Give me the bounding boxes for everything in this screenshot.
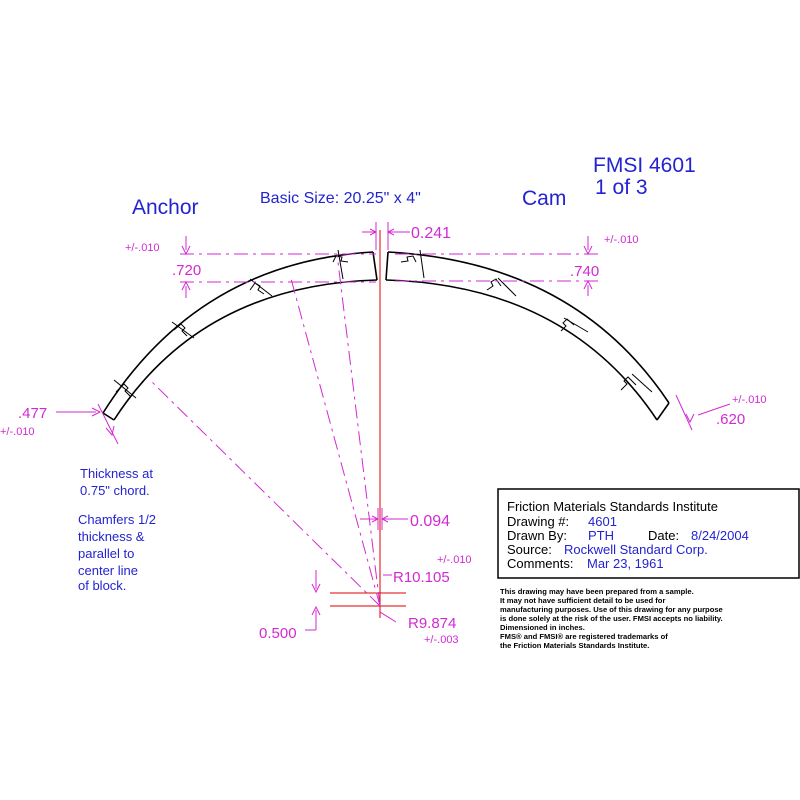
comments-label: Comments:	[507, 556, 573, 571]
inner-radius-dim: R9.874	[408, 615, 456, 632]
offset-dim: 0.500	[259, 625, 297, 642]
disclaimer-line: This drawing may have been prepared from…	[500, 587, 694, 596]
disclaimer: This drawing may have been prepared from…	[500, 587, 723, 650]
note-chamfer-5: of block.	[78, 578, 126, 593]
cam-slot	[400, 249, 425, 279]
drawn-by-label: Drawn By:	[507, 528, 567, 543]
source-label: Source:	[507, 542, 552, 557]
anchor-shoe	[102, 249, 378, 421]
anchor-slot	[332, 249, 349, 280]
disclaimer-line: manufacturing purposes. Use of this draw…	[500, 605, 723, 614]
inner-radius-tol: +/-.003	[424, 634, 459, 646]
title-block-org: Friction Materials Standards Institute	[507, 499, 718, 514]
comments-value: Mar 23, 1961	[587, 556, 664, 571]
note-thickness-2: 0.75" chord.	[80, 483, 150, 498]
disclaimer-line: the Friction Materials Standards Institu…	[500, 641, 649, 650]
right-end-tol: +/-.010	[732, 394, 767, 406]
cam-slot	[620, 373, 653, 393]
radial-line-anchor-b	[289, 274, 381, 607]
date-value: 8/24/2004	[691, 528, 749, 543]
basic-size: Basic Size: 20.25" x 4"	[260, 190, 421, 207]
note-chamfer-2: thickness &	[78, 529, 145, 544]
left-height-dim: .720	[172, 262, 201, 279]
date-label: Date:	[648, 528, 679, 543]
note-chamfer-4: center line	[78, 563, 138, 578]
disclaimer-line: Dimensioned in inches.	[500, 623, 585, 632]
outer-radius-dim: R10.105	[393, 569, 450, 586]
anchor-slot	[113, 379, 137, 399]
cam-label: Cam	[522, 187, 566, 210]
note-chamfer-1: Chamfers 1/2	[78, 512, 156, 527]
right-height-tol: +/-.010	[604, 234, 639, 246]
gap-top-dim: 0.241	[411, 225, 451, 242]
drawing-number-value: 4601	[588, 514, 617, 529]
note-thickness-1: Thickness at	[80, 466, 153, 481]
radial-line-center	[336, 253, 381, 607]
anchor-slot	[171, 321, 195, 339]
title-block: Friction Materials Standards Institute D…	[497, 488, 800, 579]
sheet-number: 1 of 3	[595, 176, 648, 199]
outer-radius-tol: +/-.010	[437, 554, 472, 566]
drawing-number-label: Drawing #:	[507, 514, 569, 529]
right-end-dim: .620	[716, 411, 745, 428]
disclaimer-line: FMS® and FMSI® are registered trademarks…	[500, 632, 668, 641]
source-value: Rockwell Standard Corp.	[564, 542, 708, 557]
disclaimer-line: is done solely at the risk of the user. …	[500, 614, 723, 623]
radial-line-anchor-a	[151, 381, 381, 607]
cam-shoe	[385, 249, 670, 421]
drawn-by-value: PTH	[588, 528, 614, 543]
gap-bottom-dim: 0.094	[410, 513, 450, 530]
left-end-dim: .477	[18, 405, 47, 422]
note-chamfer-3: parallel to	[78, 546, 134, 561]
left-end-tol: +/-.010	[0, 426, 35, 438]
right-height-dim: .740	[570, 263, 599, 280]
left-height-tol: +/-.010	[125, 242, 160, 254]
disclaimer-line: It may not have sufficient detail to be …	[500, 596, 665, 605]
part-number: FMSI 4601	[593, 154, 696, 177]
cam-slot	[560, 317, 589, 333]
anchor-label: Anchor	[132, 196, 199, 219]
